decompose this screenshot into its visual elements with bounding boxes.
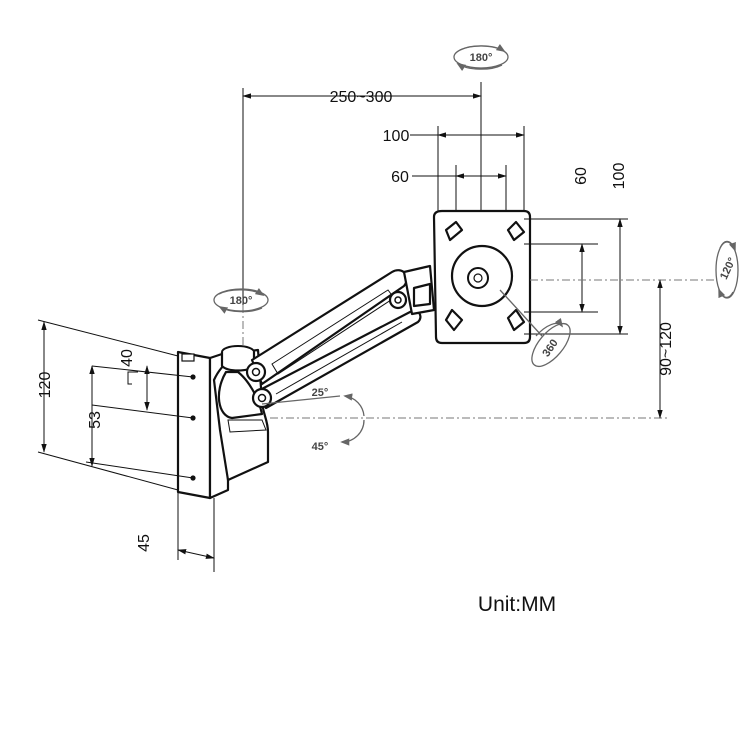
height-adjust-range: 90~120: [658, 322, 675, 376]
base-swivel-angle: 180°: [230, 295, 253, 307]
top-swivel-angle: 180°: [470, 52, 493, 64]
head-tilt-angle: 120°: [718, 256, 738, 282]
base-bracket: [212, 345, 270, 482]
vesa-outer-height: 100: [611, 163, 628, 190]
unit-label: Unit:MM: [478, 593, 556, 616]
top-swivel-indicator: 180°: [453, 43, 509, 72]
tilt-up-angle: 25°: [312, 387, 329, 399]
base-swivel-indicator: 180°: [213, 287, 269, 314]
hole-spacing-top: 40: [119, 349, 136, 367]
tilt-indicator: 25° 45°: [261, 387, 365, 453]
wall-plate-height: 120: [37, 372, 54, 399]
gas-spring-arm: [245, 264, 436, 410]
dimension-lines: [37, 82, 715, 572]
vesa-inner-height: 60: [573, 167, 590, 185]
vesa-inner-width: 60: [391, 169, 409, 186]
tilt-down-angle: 45°: [312, 441, 329, 453]
vesa-plate: [432, 209, 532, 345]
head-tilt-indicator: 120°: [715, 240, 739, 299]
vesa-outer-width: 100: [383, 128, 410, 145]
plate-depth: 45: [136, 534, 153, 552]
hole-spacing-bottom: 53: [87, 411, 104, 429]
reach-dimension: 250~300: [330, 89, 393, 106]
